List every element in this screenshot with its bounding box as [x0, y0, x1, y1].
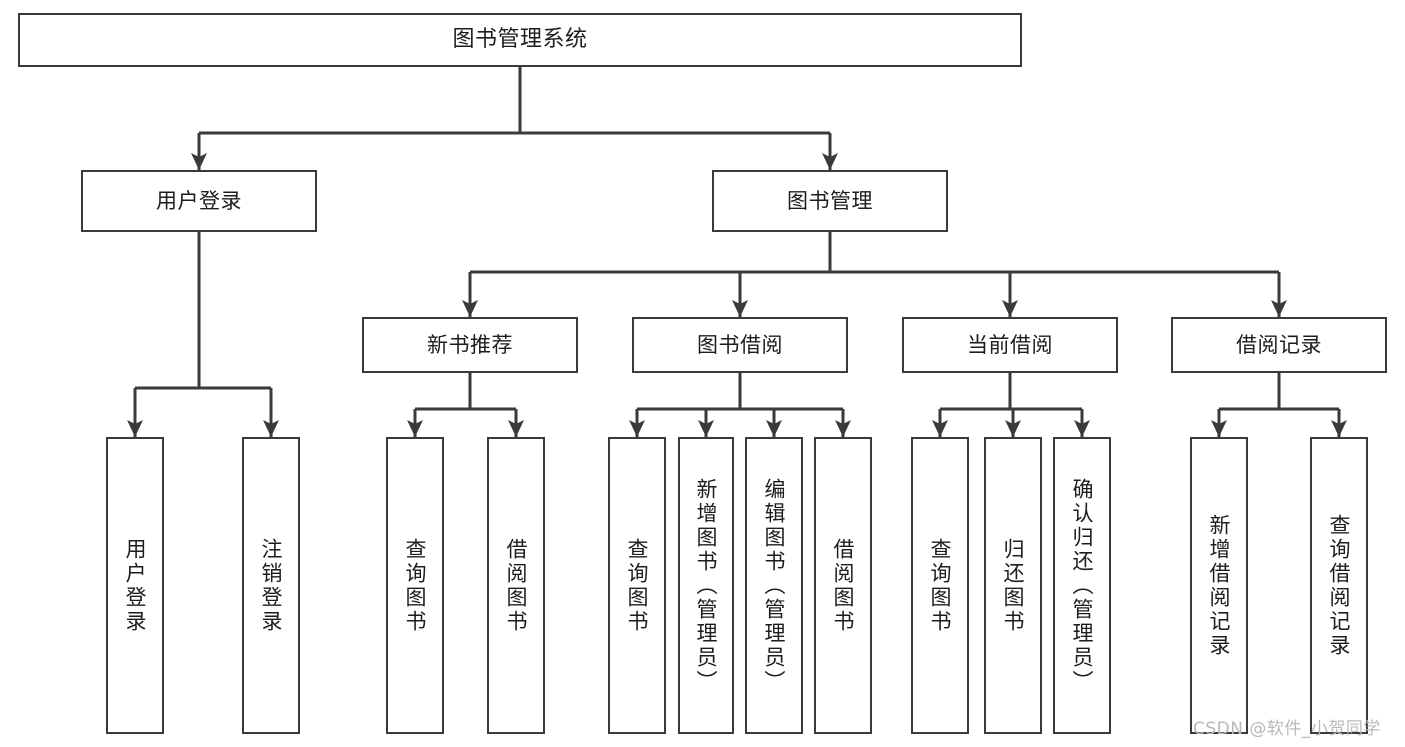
- node-leaf-borrow-book-1-label: 借阅图书: [504, 537, 529, 634]
- node-leaf-return-book[interactable]: 归还图书: [984, 437, 1042, 734]
- bookborrow-to-leaves-arrow-2: [766, 420, 782, 437]
- node-new-book-recommend[interactable]: 新书推荐: [362, 317, 578, 373]
- node-leaf-borrow-book-1[interactable]: 借阅图书: [487, 437, 545, 734]
- borrowrecord-to-leaves-arrow-1: [1331, 420, 1347, 437]
- bookmgmt-to-level2-arrow-3: [1271, 300, 1287, 317]
- node-leaf-confirm-return-admin[interactable]: 确认归还（管理员）: [1053, 437, 1111, 734]
- currentborrow-to-leaves-arrow-2: [1074, 420, 1090, 437]
- node-user-login-label: 用户登录: [156, 188, 242, 213]
- node-leaf-borrow-book-2[interactable]: 借阅图书: [814, 437, 872, 734]
- node-leaf-add-borrow-record[interactable]: 新增借阅记录: [1190, 437, 1248, 734]
- node-root-label: 图书管理系统: [452, 27, 588, 53]
- node-leaf-user-logout-label: 注销登录: [259, 537, 284, 634]
- node-new-book-recommend-label: 新书推荐: [427, 332, 513, 357]
- node-leaf-query-book-3-label: 查询图书: [928, 537, 953, 634]
- node-leaf-user-login[interactable]: 用户登录: [106, 437, 164, 734]
- node-leaf-borrow-book-2-label: 借阅图书: [831, 537, 856, 634]
- root-to-level1-arrow-0: [191, 153, 207, 170]
- node-current-borrow[interactable]: 当前借阅: [902, 317, 1118, 373]
- node-leaf-query-book-3[interactable]: 查询图书: [911, 437, 969, 734]
- node-book-management-label: 图书管理: [787, 188, 873, 213]
- node-leaf-edit-book-admin[interactable]: 编辑图书（管理员）: [745, 437, 803, 734]
- node-leaf-edit-book-admin-label: 编辑图书（管理员）: [762, 477, 787, 694]
- bookmgmt-to-level2-arrow-0: [462, 300, 478, 317]
- node-borrow-record-label: 借阅记录: [1236, 332, 1322, 357]
- node-current-borrow-label: 当前借阅: [967, 332, 1053, 357]
- node-leaf-query-book-1-label: 查询图书: [403, 537, 428, 634]
- currentborrow-to-leaves-arrow-0: [932, 420, 948, 437]
- bookmgmt-to-level2-arrow-1: [732, 300, 748, 317]
- bookmgmt-to-level2-arrow-2: [1002, 300, 1018, 317]
- newbook-to-leaves-arrow-1: [508, 420, 524, 437]
- csdn-watermark: CSDN @软件_小贺同学: [1193, 719, 1381, 739]
- bookborrow-to-leaves-arrow-3: [835, 420, 851, 437]
- currentborrow-to-leaves-arrow-1: [1005, 420, 1021, 437]
- node-leaf-return-book-label: 归还图书: [1001, 537, 1026, 634]
- node-user-login[interactable]: 用户登录: [81, 170, 317, 232]
- node-leaf-add-book-admin-label: 新增图书（管理员）: [694, 477, 719, 694]
- node-leaf-add-book-admin[interactable]: 新增图书（管理员）: [678, 437, 734, 734]
- node-leaf-user-logout[interactable]: 注销登录: [242, 437, 300, 734]
- bookborrow-to-leaves-arrow-0: [629, 420, 645, 437]
- root-to-level1-arrow-1: [822, 153, 838, 170]
- node-leaf-query-book-2[interactable]: 查询图书: [608, 437, 666, 734]
- node-borrow-record[interactable]: 借阅记录: [1171, 317, 1387, 373]
- node-leaf-confirm-return-admin-label: 确认归还（管理员）: [1070, 477, 1095, 694]
- node-leaf-user-login-label: 用户登录: [123, 537, 148, 634]
- node-leaf-query-borrow-record[interactable]: 查询借阅记录: [1310, 437, 1368, 734]
- userlogin-to-leaves-arrow-0: [127, 420, 143, 437]
- bookborrow-to-leaves-arrow-1: [698, 420, 714, 437]
- node-book-management[interactable]: 图书管理: [712, 170, 948, 232]
- userlogin-to-leaves-arrow-1: [263, 420, 279, 437]
- node-root[interactable]: 图书管理系统: [18, 13, 1022, 67]
- borrowrecord-to-leaves-arrow-0: [1211, 420, 1227, 437]
- newbook-to-leaves-arrow-0: [407, 420, 423, 437]
- node-leaf-add-borrow-record-label: 新增借阅记录: [1207, 513, 1232, 658]
- node-book-borrow-label: 图书借阅: [697, 332, 783, 357]
- node-leaf-query-borrow-record-label: 查询借阅记录: [1327, 513, 1352, 658]
- node-leaf-query-book-2-label: 查询图书: [625, 537, 650, 634]
- node-book-borrow[interactable]: 图书借阅: [632, 317, 848, 373]
- node-leaf-query-book-1[interactable]: 查询图书: [386, 437, 444, 734]
